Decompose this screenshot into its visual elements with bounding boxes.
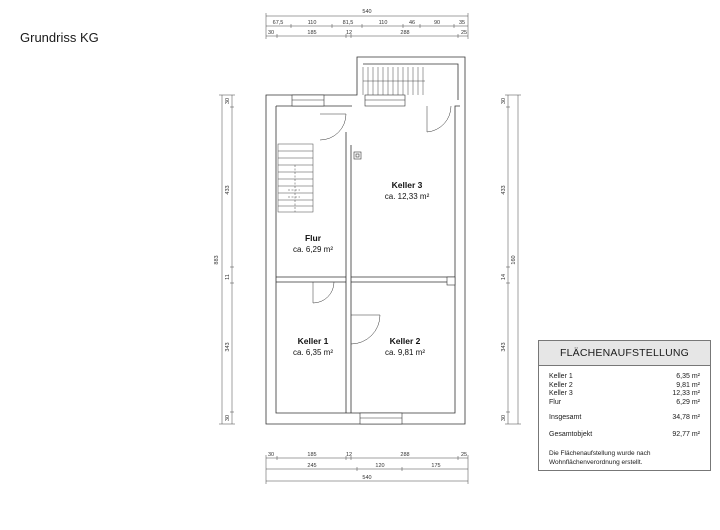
- dim-top-r2-2: 185: [307, 30, 316, 36]
- windows: [291, 94, 406, 425]
- dim-top-r1-6: 90: [434, 20, 440, 26]
- dim-bot-r2-3: 175: [431, 463, 440, 469]
- dim-right-total: 160: [511, 255, 517, 264]
- dim-top-total: 540: [362, 9, 371, 15]
- dim-top-r1-7: 35: [459, 20, 465, 26]
- row-label: Flur: [549, 398, 562, 406]
- area-table-heading: FLÄCHENAUFSTELLUNG: [539, 341, 710, 366]
- dim-right-2: 433: [501, 185, 507, 194]
- top-dimensions: [265, 13, 469, 39]
- page-title: Grundriss KG: [20, 30, 99, 45]
- doors: [312, 105, 452, 345]
- row-value: 6,35 m²: [676, 373, 700, 380]
- dim-top-r1-1: 67,5: [273, 20, 284, 26]
- dim-bot-total: 540: [362, 475, 371, 481]
- walls: [265, 56, 466, 425]
- dim-right-3: 14: [501, 274, 507, 280]
- row-value: 6,29 m²: [676, 398, 700, 406]
- row-label: Keller 1: [549, 373, 573, 380]
- lower-staircase: [277, 143, 314, 213]
- room-keller1-name: Keller 1: [298, 336, 329, 346]
- dim-bot-r1-3: 12: [346, 452, 352, 458]
- room-keller3-name: Keller 3: [392, 180, 423, 190]
- dim-top-r2-3: 12: [346, 30, 352, 36]
- dim-top-r1-4: 110: [379, 20, 388, 26]
- room-keller1-area: ca. 6,35 m²: [293, 348, 333, 357]
- dim-bot-r1-4: 288: [400, 452, 409, 458]
- upper-staircase: [362, 67, 425, 95]
- dim-bot-r1-1: 30: [268, 452, 274, 458]
- dim-left-5: 30: [225, 415, 231, 421]
- table-row: Keller 1 6,35 m²: [539, 373, 710, 382]
- dim-bot-r1-5: 25: [461, 452, 467, 458]
- table-row-gesamtobjekt: Gesamtobjekt 92,77 m²: [539, 431, 710, 440]
- left-dimensions: [219, 94, 235, 425]
- dim-left-4: 343: [225, 342, 231, 351]
- dim-left-total: 883: [214, 255, 220, 264]
- dim-bot-r2-2: 120: [375, 463, 384, 469]
- note-line-1: Die Flächenaufstellung wurde nach: [549, 450, 651, 457]
- room-keller3-area: ca. 12,33 m²: [385, 192, 430, 201]
- table-row: Flur 6,29 m²: [539, 399, 710, 408]
- dim-bot-r1-2: 185: [307, 452, 316, 458]
- dim-right-4: 343: [501, 342, 507, 351]
- dim-right-5: 30: [501, 415, 507, 421]
- dim-bot-r2-1: 245: [307, 463, 316, 469]
- room-keller2-area: ca. 9,81 m²: [385, 348, 425, 357]
- gesamtobjekt-label: Gesamtobjekt: [549, 430, 593, 438]
- dim-left-3: 11: [225, 274, 231, 280]
- dim-top-r1-2: 110: [308, 20, 317, 26]
- room-keller2-name: Keller 2: [390, 336, 421, 346]
- note-line-2: Wohnflächenverordnung erstellt.: [549, 459, 643, 466]
- dim-top-r2-5: 25: [461, 30, 467, 36]
- area-table: FLÄCHENAUFSTELLUNG Keller 1 6,35 m² Kell…: [538, 340, 711, 471]
- row-label: Keller 2: [549, 381, 573, 389]
- right-dimensions: [505, 94, 521, 425]
- bottom-dimensions: [265, 455, 469, 484]
- area-table-rows: Keller 1 6,35 m² Keller 2 9,81 m² Keller…: [539, 373, 710, 407]
- dim-top-r2-1: 30: [268, 30, 274, 36]
- table-row: Keller 2 9,81 m²: [539, 382, 710, 391]
- table-row: Keller 3 12,33 m²: [539, 390, 710, 399]
- dim-top-r2-4: 288: [400, 30, 409, 36]
- area-table-note: Die Flächenaufstellung wurde nach Wohnfl…: [539, 449, 710, 467]
- dim-top-r1-3: 81,5: [343, 20, 354, 26]
- gesamtobjekt-value: 92,77 m²: [672, 430, 700, 438]
- room-flur-name: Flur: [305, 233, 322, 243]
- insgesamt-label: Insgesamt: [549, 414, 582, 421]
- table-row-insgesamt: Insgesamt 34,78 m²: [539, 414, 710, 423]
- insgesamt-value: 34,78 m²: [672, 414, 700, 421]
- fixtures: [353, 151, 456, 286]
- row-value: 9,81 m²: [676, 381, 700, 389]
- row-value: 12,33 m²: [672, 390, 700, 397]
- dim-left-2: 433: [225, 185, 231, 194]
- row-label: Keller 3: [549, 390, 573, 397]
- room-flur-area: ca. 6,29 m²: [293, 245, 333, 254]
- dim-top-r1-5: 46: [409, 20, 415, 26]
- dim-left-1: 30: [225, 98, 231, 104]
- dim-right-1: 30: [501, 98, 507, 104]
